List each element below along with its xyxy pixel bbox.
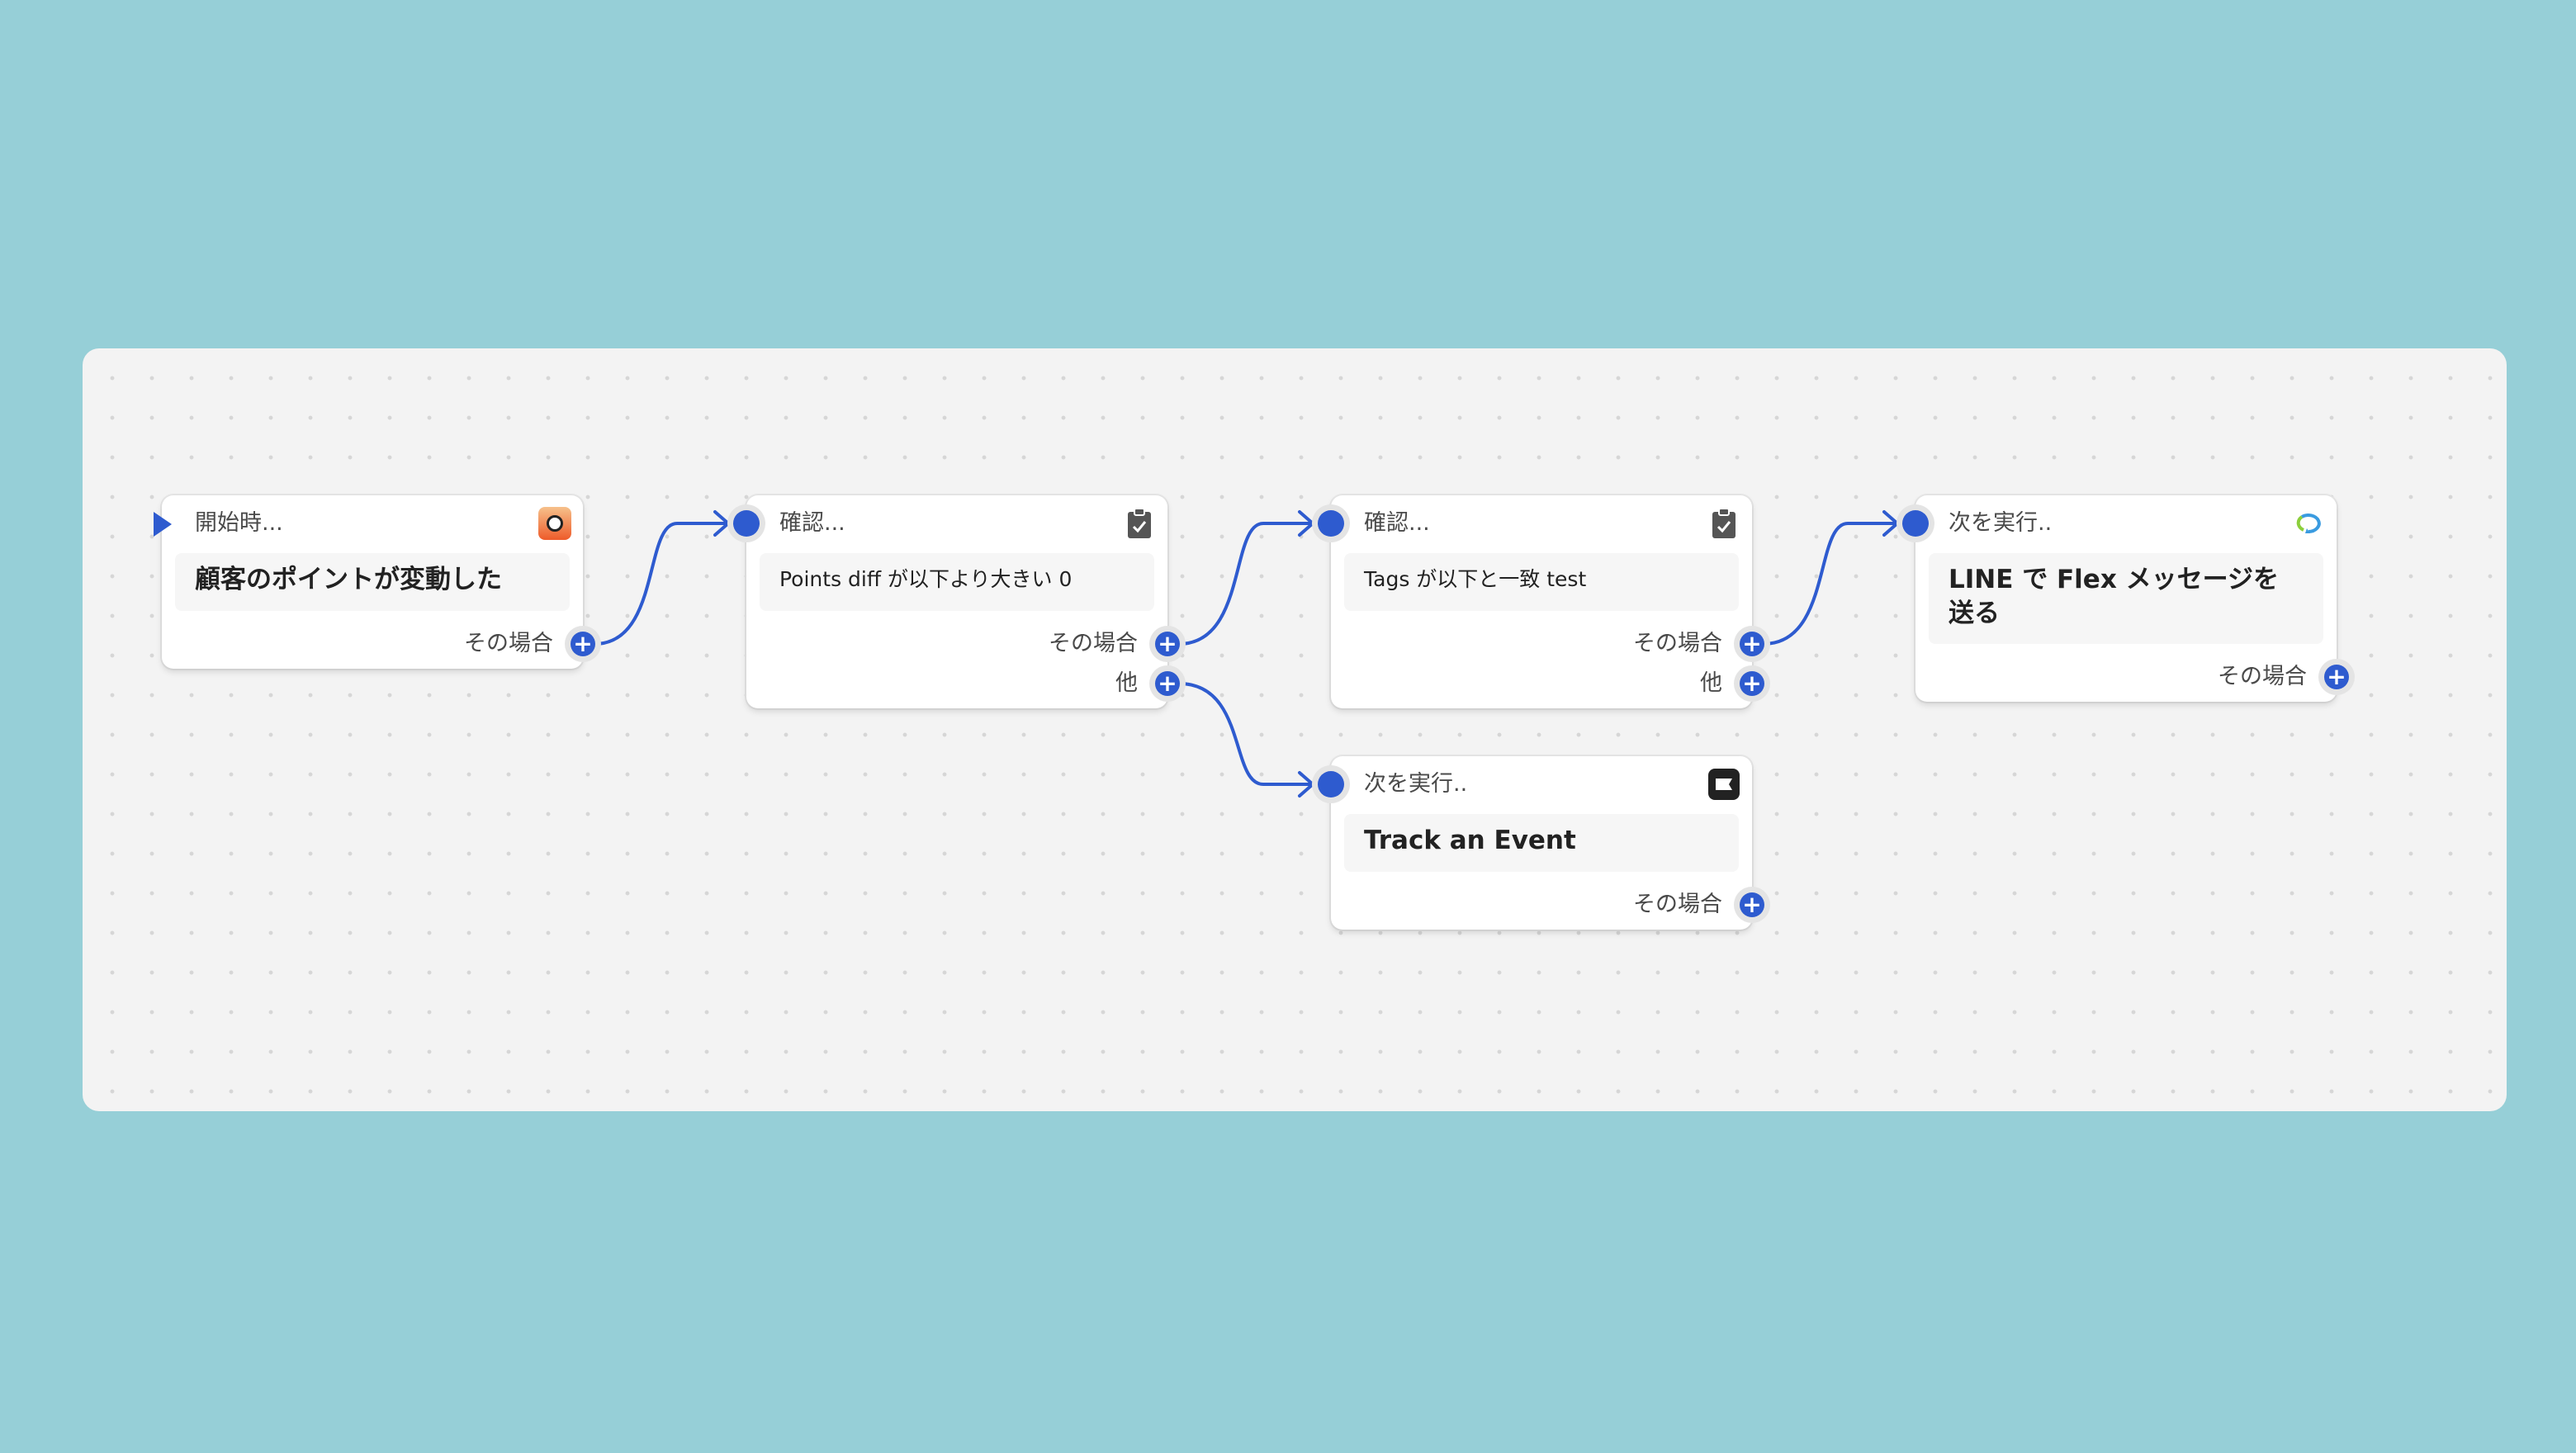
node-condition: Tags が以下と一致 test — [1364, 567, 1587, 591]
condition-node-points[interactable]: 確認... Points diff が以下より大きい 0 その場合 + 他 + — [733, 495, 1180, 708]
node-title: LINE で Flex メッセージを送る — [1949, 565, 2279, 628]
clipboard-check-icon — [1128, 508, 1151, 538]
node-condition: Points diff が以下より大きい 0 — [779, 567, 1073, 591]
output-label: その場合 — [1633, 631, 1722, 656]
trigger-start-icon — [154, 512, 172, 537]
node-title: 顧客のポイントが変動した — [195, 565, 502, 594]
input-port[interactable] — [1902, 510, 1929, 537]
arrowhead — [1882, 510, 1899, 537]
add-step-button[interactable]: + — [1155, 632, 1180, 656]
add-else-step-button[interactable]: + — [1155, 671, 1180, 696]
output-label-else: 他 — [1700, 670, 1722, 696]
input-port[interactable] — [733, 510, 760, 537]
connection-check1-check2 — [1177, 522, 1313, 646]
output-label: その場合 — [1049, 631, 1138, 656]
output-label-else: 他 — [1115, 670, 1138, 696]
connection-check2-line — [1762, 522, 1897, 646]
workflow-canvas[interactable] — [83, 348, 2507, 1111]
reward-badge-icon — [538, 507, 571, 540]
add-else-step-button[interactable]: + — [1740, 671, 1764, 696]
action-node-line[interactable]: 次を実行.. LINE で Flex メッセージを送る その場合 + — [1902, 495, 2349, 702]
output-label: その場合 — [1633, 892, 1722, 917]
connection-check1-track — [1177, 682, 1313, 786]
input-port[interactable] — [1318, 510, 1344, 537]
add-step-button[interactable]: + — [1740, 632, 1764, 656]
action-node-track-event[interactable]: 次を実行.. Track an Event その場合 + — [1318, 756, 1764, 930]
flag-icon — [1708, 769, 1740, 800]
add-step-button[interactable]: + — [1740, 892, 1764, 917]
input-port[interactable] — [1318, 771, 1344, 797]
node-header: 開始時... — [195, 510, 283, 536]
output-label: その場合 — [464, 631, 553, 656]
node-header: 確認... — [1364, 510, 1430, 536]
add-step-button[interactable]: + — [571, 632, 595, 656]
output-label: その場合 — [2218, 664, 2307, 689]
arrowhead — [1298, 771, 1314, 797]
node-header: 次を実行.. — [1364, 771, 1468, 797]
connection-trigger-check1 — [593, 522, 728, 646]
condition-node-tags[interactable]: 確認... Tags が以下と一致 test その場合 + 他 + — [1318, 495, 1764, 708]
node-header: 次を実行.. — [1949, 510, 2053, 536]
add-step-button[interactable]: + — [2324, 665, 2349, 689]
node-header: 確認... — [779, 510, 845, 536]
trigger-node[interactable]: 開始時... 顧客のポイントが変動した その場合 + — [154, 495, 595, 669]
arrowhead — [1298, 510, 1314, 537]
node-title: Track an Event — [1364, 826, 1576, 855]
arrowhead — [713, 510, 730, 537]
line-app-icon — [2296, 514, 2321, 533]
clipboard-check-icon — [1712, 508, 1735, 538]
